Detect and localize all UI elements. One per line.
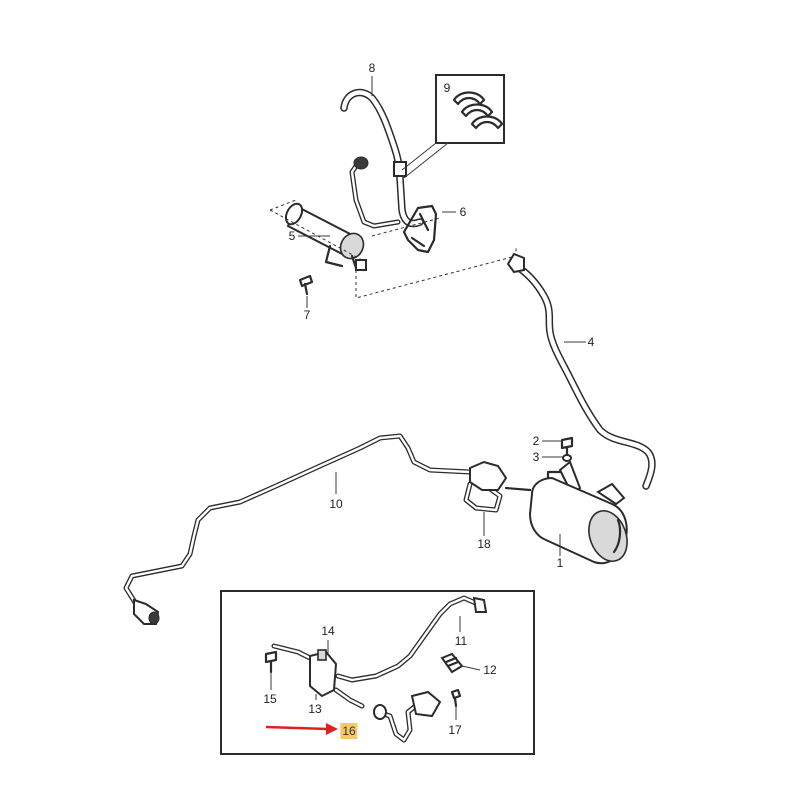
callout-11: 11 bbox=[454, 634, 468, 648]
part-10-pipe bbox=[123, 433, 473, 625]
callout-2: 2 bbox=[532, 434, 540, 448]
part-16-hose bbox=[373, 690, 442, 743]
callout-13: 13 bbox=[308, 702, 322, 716]
callout-4: 4 bbox=[587, 335, 595, 349]
part-7-bolt bbox=[298, 274, 314, 296]
callout-8: 8 bbox=[368, 61, 376, 75]
part-9-clip-box bbox=[401, 74, 505, 179]
part-2-bolt bbox=[560, 436, 574, 458]
part-18-connector bbox=[463, 460, 532, 513]
part-3-washer bbox=[562, 454, 572, 462]
callout-16-highlighted: 16 bbox=[340, 723, 358, 739]
leader-lines bbox=[270, 76, 586, 720]
part-11-pipe bbox=[335, 595, 488, 683]
callout-15: 15 bbox=[263, 692, 277, 706]
callout-5: 5 bbox=[288, 229, 296, 243]
part-13-connector bbox=[333, 687, 365, 709]
part-4-hose bbox=[506, 252, 656, 490]
highlight-arrow bbox=[265, 723, 338, 735]
callout-7: 7 bbox=[303, 308, 311, 322]
part-15-bolt bbox=[264, 650, 278, 674]
callout-18: 18 bbox=[477, 537, 491, 551]
callout-14: 14 bbox=[321, 624, 335, 638]
callout-12: 12 bbox=[483, 663, 497, 677]
part-8-hose bbox=[340, 88, 424, 228]
part-14-valve bbox=[271, 643, 338, 698]
callout-6: 6 bbox=[459, 205, 467, 219]
callout-1: 1 bbox=[556, 556, 564, 570]
callout-9: 9 bbox=[443, 81, 451, 95]
upper-pipe bbox=[349, 156, 401, 229]
top-dashed-lines bbox=[269, 199, 517, 299]
part-1-canister bbox=[528, 460, 628, 565]
part-5-canister bbox=[284, 202, 368, 272]
callout-3: 3 bbox=[532, 450, 540, 464]
part-6-bracket bbox=[402, 204, 438, 254]
callout-17: 17 bbox=[448, 723, 462, 737]
callout-10: 10 bbox=[329, 497, 343, 511]
part-17-bolt bbox=[450, 688, 462, 708]
